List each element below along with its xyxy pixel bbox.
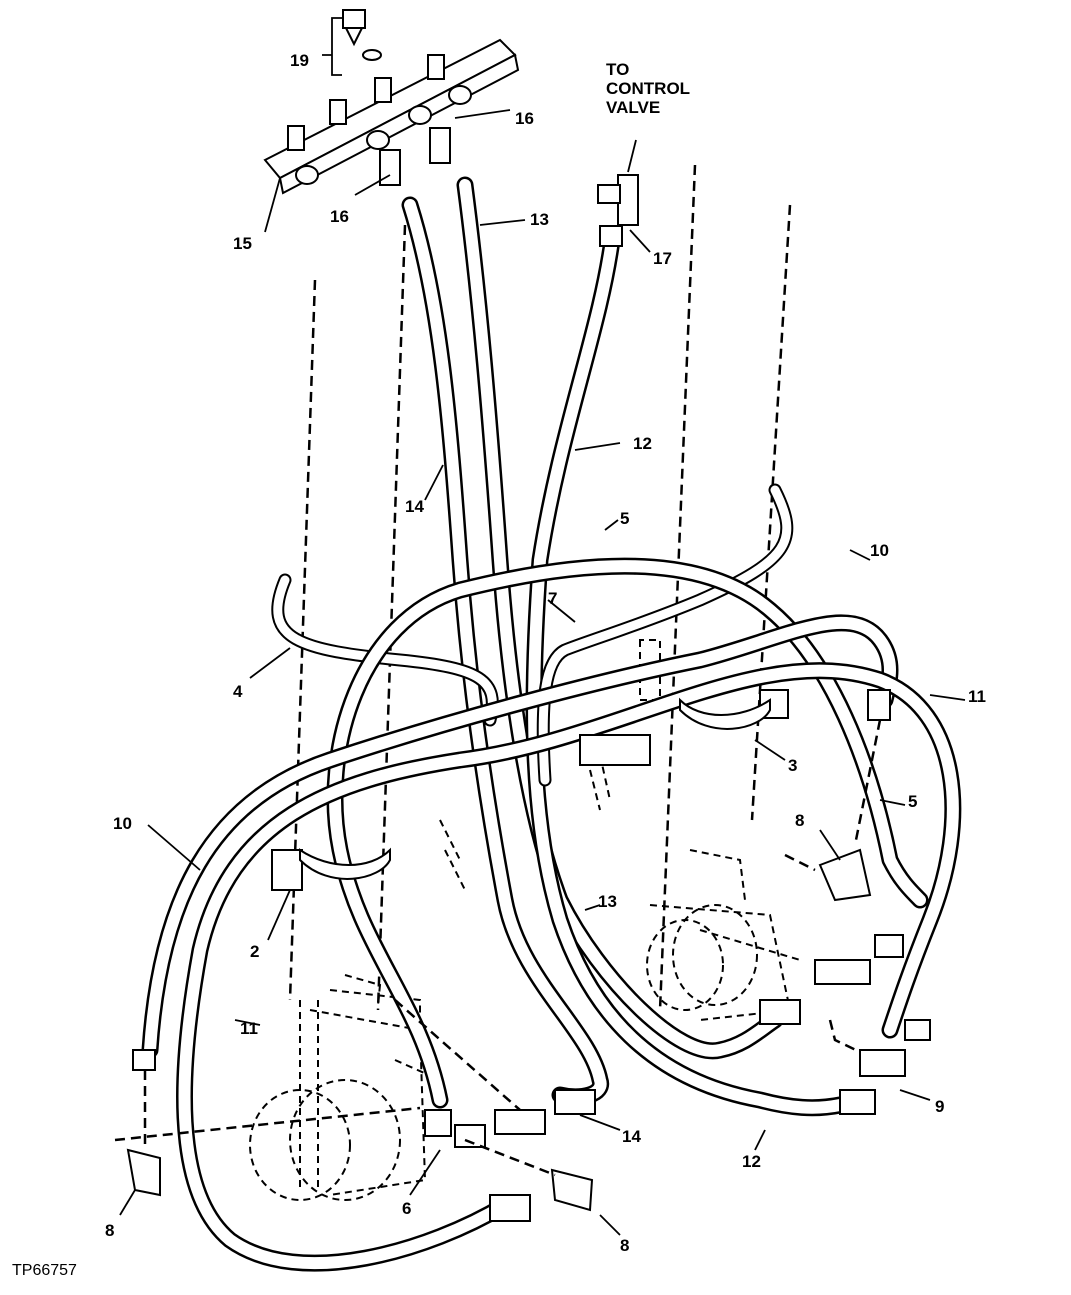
callout-8-center: 8 [620,1236,630,1255]
callout-14-upper: 14 [405,497,424,516]
callout-7: 7 [548,589,558,608]
callout-5-upper: 5 [620,509,630,528]
right-motor-fittings [759,689,904,1025]
tee-fitting-6 [424,1089,596,1148]
connection-dashes [114,719,882,1177]
callout-17: 17 [653,249,672,268]
callout-2: 2 [250,942,260,961]
right-motor-ghost [589,639,801,1021]
callout-9: 9 [935,1097,945,1116]
callout-14-lower: 14 [622,1127,641,1146]
figure-id: TP66757 [12,1262,77,1279]
callout-leaders [119,17,966,1236]
control-valve-note: TO CONTROL VALVE [606,60,690,117]
callout-3: 3 [788,756,798,775]
control-valve-note-line-2: CONTROL [606,79,691,98]
callout-16-upper: 16 [515,109,534,128]
fittings-16 [379,127,451,186]
elbow-fitting-8-left [126,1049,161,1197]
callout-13-lower: 13 [598,892,617,911]
callout-15: 15 [233,234,252,253]
elbow-fitting-8-center [550,1168,594,1212]
hose-11 [176,662,962,1272]
hose-14 [401,196,609,1106]
tube-7 [536,483,794,787]
manifold-block [263,38,520,195]
control-valve-note-line-3: VALVE [606,98,661,117]
callout-6: 6 [402,1199,412,1218]
callout-11-left: 11 [240,1019,258,1038]
clamp-2 [271,847,391,891]
callout-12-lower: 12 [742,1152,761,1171]
control-valve-note-line-1: TO [606,60,630,79]
fitting-19-cap [342,9,382,61]
hose-10 [141,614,899,1059]
callout-10-right: 10 [870,541,889,560]
hose-end-bottom [489,1194,531,1222]
callout-4: 4 [233,682,243,701]
callout-10-left: 10 [113,814,132,833]
tee-fitting-17 [597,174,639,247]
callout-8-left: 8 [105,1221,115,1240]
tee-fitting-9 [839,1019,931,1115]
callout-16-lower: 16 [330,207,349,226]
elbow-fitting-8-right [818,848,872,902]
tube-4 [271,573,499,727]
callout-19: 19 [290,51,309,70]
callout-13-upper: 13 [530,210,549,229]
clamp-3 [579,689,789,766]
hose-5 [326,557,929,1109]
callout-5-right: 5 [908,792,918,811]
callout-11-right: 11 [968,687,986,706]
callout-12-upper: 12 [633,434,652,453]
hose-12 [525,231,849,1117]
callout-8-right: 8 [795,811,805,830]
